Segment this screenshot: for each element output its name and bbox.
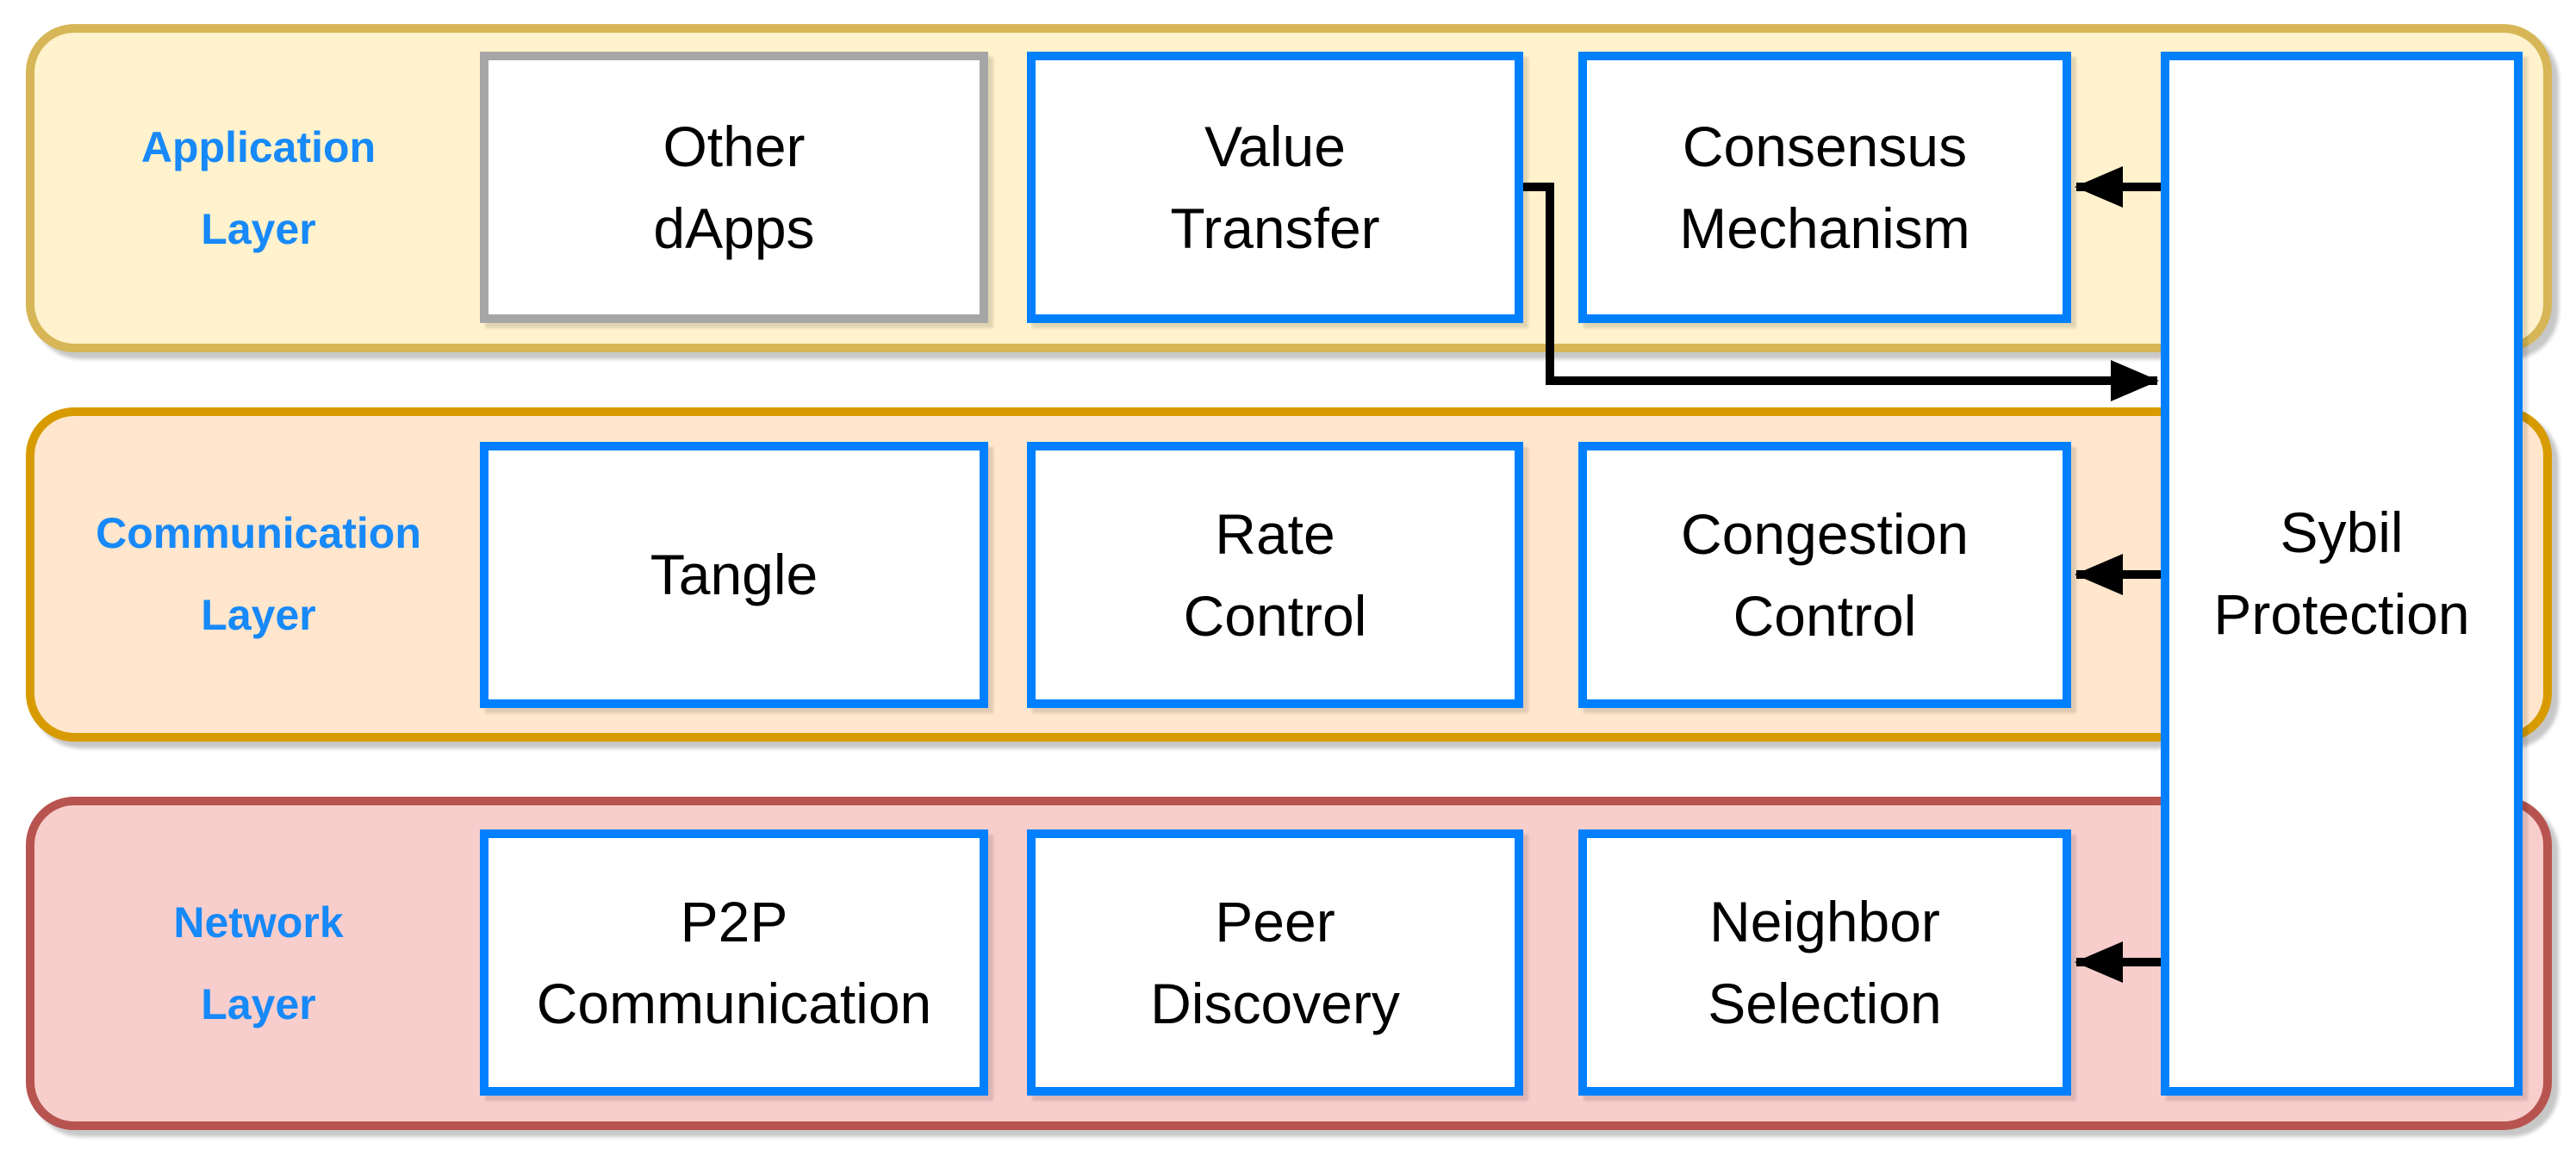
node-text-line: P2P	[680, 889, 788, 953]
node-text-line: Neighbor	[1709, 889, 1940, 953]
layer-label-line: Layer	[201, 979, 316, 1028]
layer-label-line: Network	[173, 897, 344, 947]
node-text-line: Protection	[2213, 582, 2470, 646]
node-rate-control: Rate Control	[1027, 442, 1523, 708]
node-tangle: Tangle	[480, 442, 988, 708]
layer-label-line: Communication	[96, 509, 421, 557]
node-text-line: Control	[1183, 583, 1367, 648]
node-text-line: Tangle	[650, 543, 818, 606]
layer-label-line: Application	[140, 122, 376, 171]
layer-label-communication: Communication Layer	[34, 416, 482, 733]
node-neighbor-selection: Neighbor Selection	[1578, 829, 2071, 1096]
node-other-dapps: Other dApps	[480, 52, 988, 323]
node-text-line: dApps	[653, 196, 815, 260]
layer-label-network: Network Layer	[34, 805, 482, 1121]
node-text-line: Consensus	[1682, 114, 1968, 178]
node-text-line: Congestion	[1681, 501, 1969, 566]
node-text-line: Rate	[1215, 501, 1335, 566]
node-text-line: Communication	[536, 971, 932, 1035]
node-text-line: Peer	[1215, 889, 1335, 953]
node-text-line: Transfer	[1170, 196, 1380, 260]
layer-label-line: Layer	[201, 204, 316, 253]
node-text-line: Discovery	[1150, 971, 1400, 1035]
node-value-transfer: Value Transfer	[1027, 52, 1523, 323]
node-consensus-mechanism: Consensus Mechanism	[1578, 52, 2071, 323]
node-text-line: Other	[663, 114, 806, 178]
node-text-line: Value	[1204, 114, 1346, 178]
node-text-line: Mechanism	[1679, 196, 1970, 260]
layer-label-line: Layer	[201, 591, 316, 639]
node-congestion-control: Congestion Control	[1578, 442, 2071, 708]
node-peer-discovery: Peer Discovery	[1027, 829, 1523, 1096]
node-text-line: Control	[1733, 583, 1917, 648]
layer-label-application: Application Layer	[34, 33, 482, 344]
node-text-line: Selection	[1708, 971, 1942, 1035]
node-p2p-communication: P2P Communication	[480, 829, 988, 1096]
node-text-line: Sybil	[2280, 500, 2404, 564]
node-sybil-protection: Sybil Protection	[2161, 52, 2523, 1096]
